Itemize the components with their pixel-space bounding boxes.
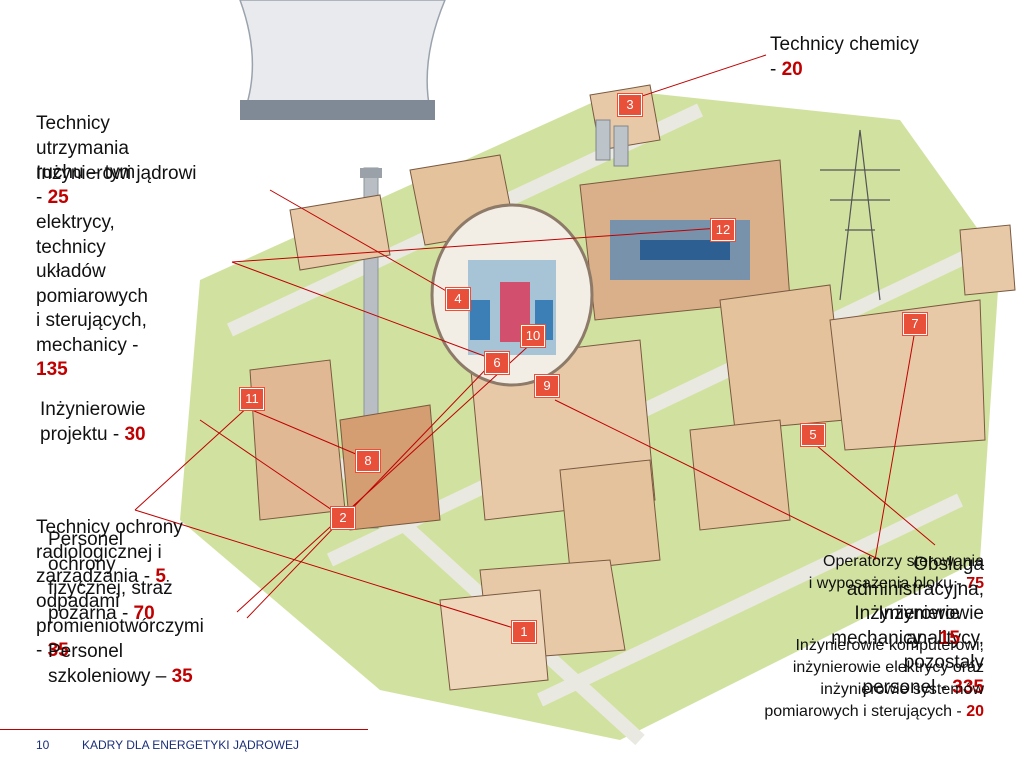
- cooling-tower: [239, 0, 446, 111]
- label-jadrowi: Inżynierowi jądrowi: [36, 163, 197, 184]
- label-ochrony-radiologicznej: Technicy ochrony radiologicznej i zarząd…: [36, 517, 183, 587]
- label-elektrycy: elektrycy, technicy układów pomiarowych …: [36, 212, 148, 380]
- building-tag-12: 12: [711, 219, 735, 241]
- label-szkoleniowy: Personel szkoleniowy – 35: [48, 641, 193, 687]
- footer-title: KADRY DLA ENERGETYKI JĄDROWEJ: [82, 738, 299, 752]
- reactor-containment: [430, 203, 594, 387]
- label-operatorzy: Operatorzy sterowania i wyposażenia blok…: [808, 553, 984, 592]
- label-systemow: Inżynierowie komputerowi, inżynierowie e…: [764, 637, 984, 720]
- building-tag-9: 9: [535, 375, 559, 397]
- power-pylon: [820, 129, 900, 301]
- label-projektu: Inżynierowie projektu - 30: [40, 399, 146, 445]
- label-chemicy: Technicy chemicy - 20: [770, 34, 919, 80]
- building-tag-8: 8: [356, 450, 380, 472]
- building-tag-4: 4: [446, 288, 470, 310]
- label-administracyjna: Obsługa administracyjna, Inżynierowie an…: [846, 554, 984, 698]
- building-tag-5: 5: [801, 424, 825, 446]
- label-odpady: odpadami promieniotwórczymi - 35: [36, 591, 204, 661]
- building-tag-2: 2: [331, 507, 355, 529]
- footer-divider: [0, 729, 368, 730]
- building-tag-6: 6: [485, 352, 509, 374]
- page-number: 10: [36, 738, 50, 752]
- label-mechanicy: Inżynierowie mechanicy - 15: [831, 603, 960, 649]
- building-tag-1: 1: [512, 621, 536, 643]
- leader-lines: [134, 54, 936, 631]
- building-tag-10: 10: [521, 325, 545, 347]
- storage-tanks: [595, 119, 629, 167]
- building-tag-11: 11: [240, 388, 264, 410]
- label-utrzymania: Technicy utrzymania ruchu – tym - 25: [36, 113, 136, 208]
- building-tag-7: 7: [903, 313, 927, 335]
- label-ochrony-fizycznej: Personel ochrony fizycznej, straż pożarn…: [48, 529, 173, 624]
- building-tag-3: 3: [618, 94, 642, 116]
